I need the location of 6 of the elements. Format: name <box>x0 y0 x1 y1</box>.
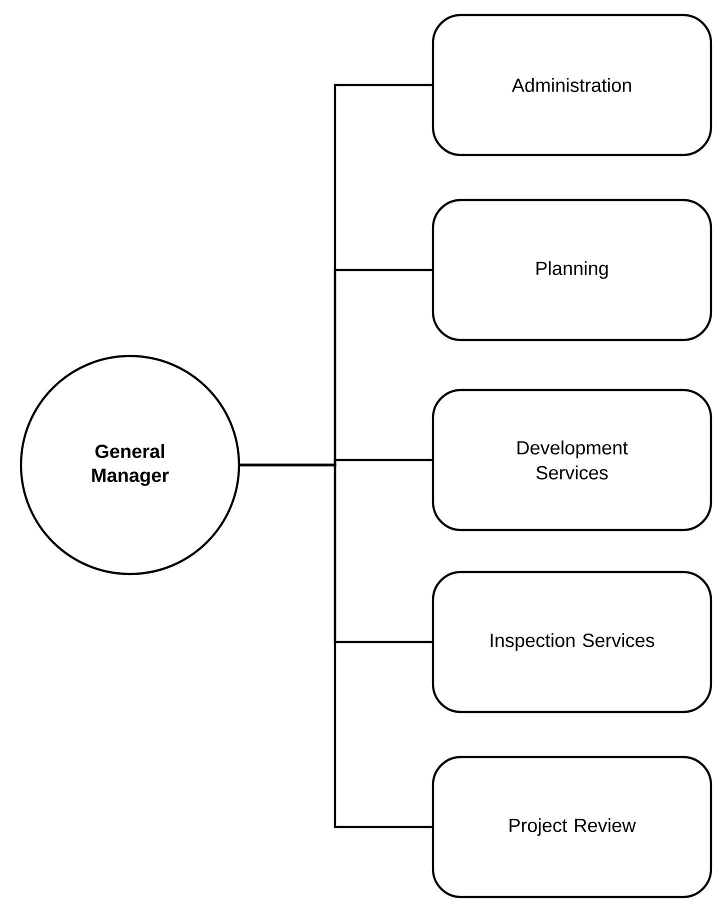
connector-line <box>240 464 432 828</box>
department-box: Development Services <box>432 388 712 532</box>
department-box: Administration <box>432 14 712 156</box>
department-box: Project Review <box>432 756 712 898</box>
department-box: Planning <box>432 198 712 342</box>
department-box: Inspection Services <box>432 570 712 714</box>
